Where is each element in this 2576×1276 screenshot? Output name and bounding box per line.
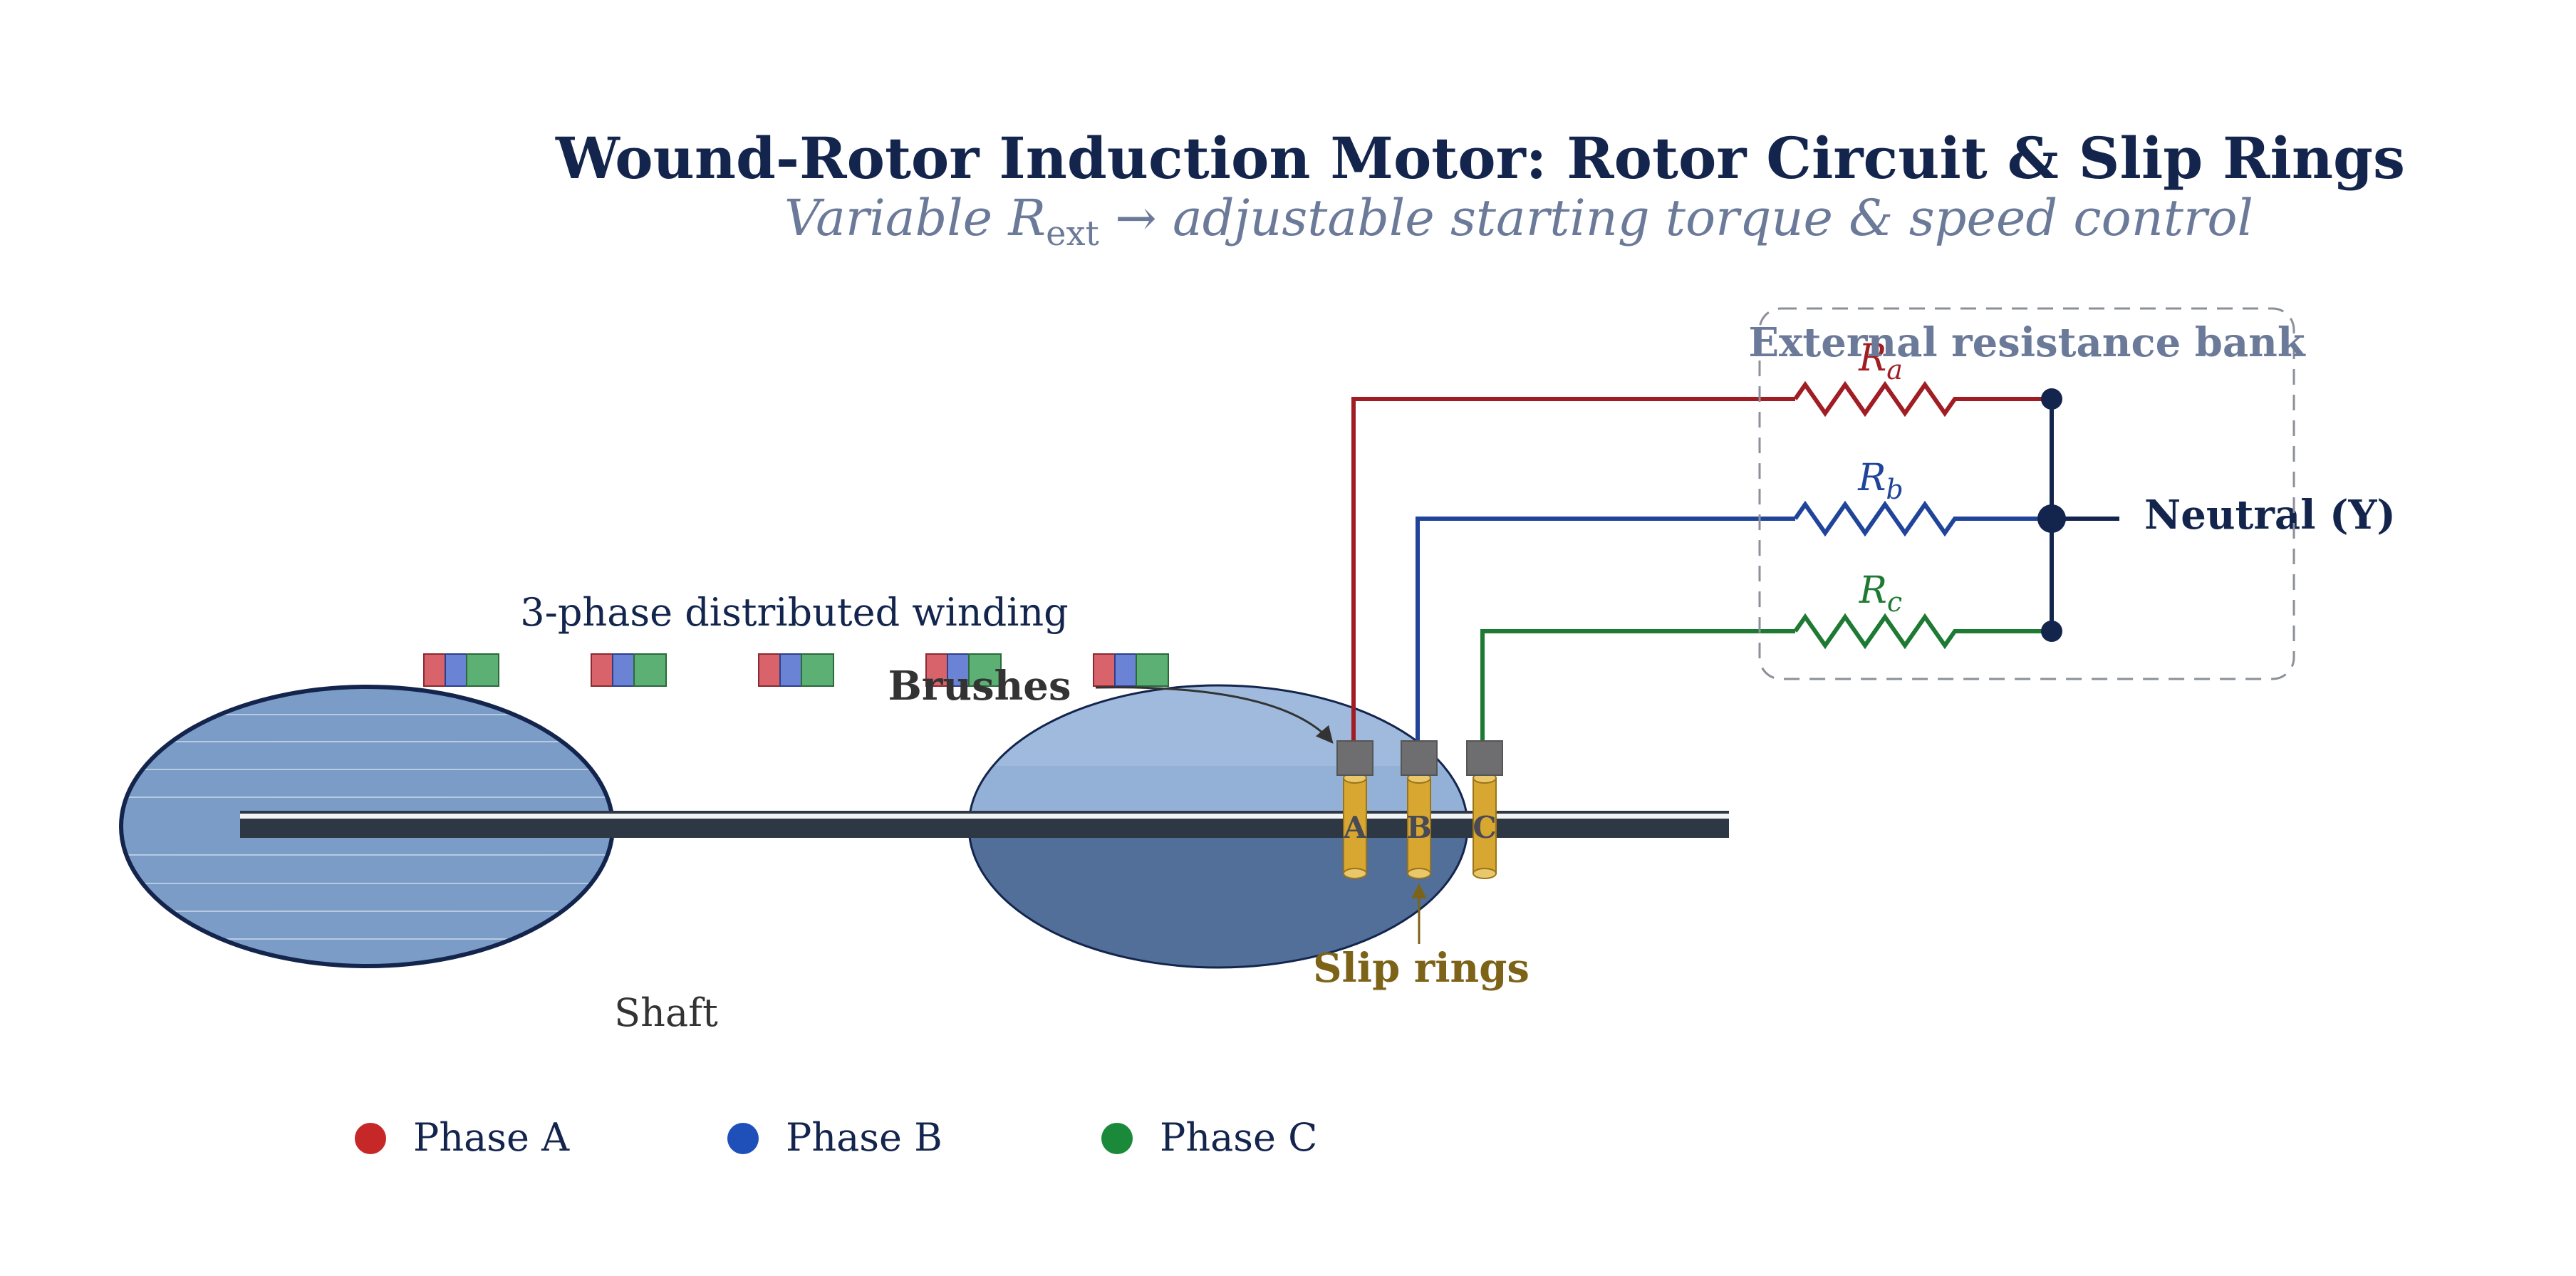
ring-label-c: C (1473, 810, 1496, 845)
slip-ring-a (1343, 772, 1367, 879)
coil-group (925, 653, 1002, 687)
brushes-label: Brushes (888, 663, 1071, 710)
coil-group (1093, 653, 1169, 687)
node-a (2041, 388, 2062, 410)
resistor-a-zigzag (1793, 380, 1959, 417)
phase-wires (1351, 397, 2052, 747)
node-neutral (2037, 504, 2066, 533)
coil-group (423, 653, 499, 687)
coil-group (591, 653, 667, 687)
resistors (1793, 380, 1959, 650)
diagram-subtitle: Variable Rext → adjustable starting torq… (784, 189, 2253, 254)
subtitle-prefix: Variable R (784, 189, 1046, 247)
brush-b (1401, 740, 1438, 776)
brush-c (1466, 740, 1503, 776)
resistor-c-label: Rc (1859, 569, 1902, 618)
legend-phase-a-swatch (355, 1123, 386, 1154)
slip-rings-label: Slip rings (1313, 945, 1530, 992)
neutral-bus (2037, 388, 2119, 642)
ring-label-a: A (1343, 810, 1368, 845)
wire-phase-c (1480, 629, 1795, 747)
coil-group (758, 653, 834, 687)
resistance-bank-box (1758, 307, 2295, 680)
subtitle-subscript: ext (1046, 214, 1099, 254)
wire-phase-b (1416, 517, 1795, 747)
ring-label-b: B (1406, 810, 1432, 845)
shaft (240, 811, 1729, 838)
legend-phase-c-swatch (1101, 1123, 1133, 1154)
node-c (2041, 621, 2062, 642)
resistor-a-label: Ra (1858, 337, 1903, 385)
legend-phase-b-swatch (727, 1123, 759, 1154)
legend-phase-c-label: Phase C (1160, 1115, 1317, 1160)
winding-coils (423, 653, 1169, 687)
resistor-b-label: Rb (1857, 457, 1903, 505)
resistor-b-zigzag (1793, 500, 1959, 537)
legend-phase-b-label: Phase B (786, 1115, 942, 1160)
wire-phase-a (1351, 397, 1795, 747)
brush-a (1336, 740, 1373, 776)
neutral-label: Neutral (Y) (2144, 492, 2396, 539)
winding-label: 3-phase distributed winding (520, 590, 1069, 635)
resistor-c-zigzag (1793, 613, 1959, 650)
subtitle-suffix: → adjustable starting torque & speed con… (1099, 189, 2253, 247)
legend: Phase A Phase B Phase C (355, 1115, 1317, 1160)
diagram-title: Wound-Rotor Induction Motor: Rotor Circu… (555, 125, 2405, 192)
resistance-bank-label: External resistance bank (1748, 319, 2306, 366)
shaft-label: Shaft (614, 990, 718, 1035)
legend-phase-a-label: Phase A (413, 1115, 570, 1160)
brushes-arrow (1095, 686, 1334, 744)
slip-ring-c (1473, 772, 1497, 879)
brushes (1336, 740, 1503, 776)
